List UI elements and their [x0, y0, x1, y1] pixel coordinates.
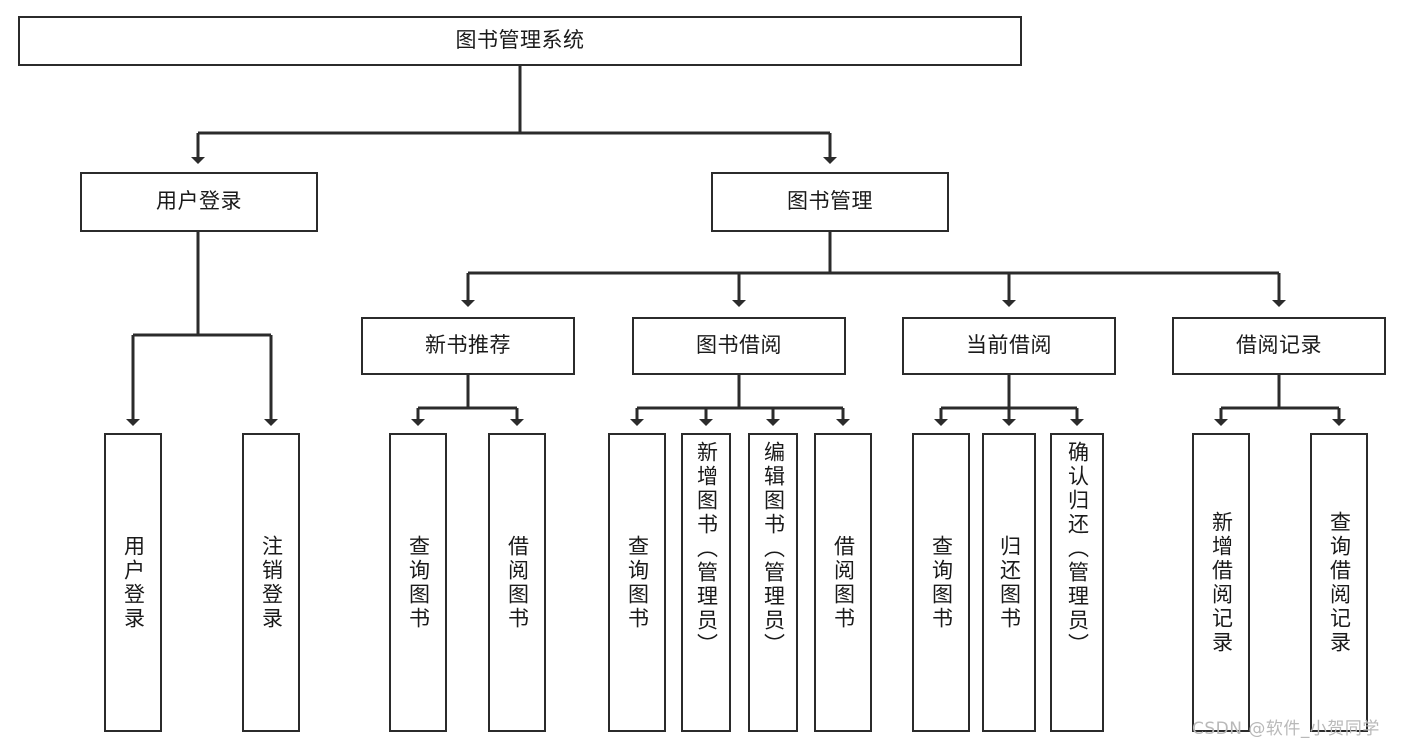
node-leaf-query-book-3[interactable]: 查询图书: [912, 433, 970, 732]
node-leaf-confirm-return[interactable]: 确认归还（管理员）: [1050, 433, 1104, 732]
node-current-borrow[interactable]: 当前借阅: [902, 317, 1116, 375]
node-book-borrow[interactable]: 图书借阅: [632, 317, 846, 375]
node-leaf-user-logout-label: 注销登录: [259, 534, 284, 631]
node-root[interactable]: 图书管理系统: [18, 16, 1022, 66]
node-leaf-edit-book-label: 编辑图书（管理员）: [761, 441, 786, 657]
node-leaf-confirm-return-label: 确认归还（管理员）: [1065, 441, 1090, 657]
node-leaf-user-logout[interactable]: 注销登录: [242, 433, 300, 732]
node-leaf-user-login-label: 用户登录: [121, 534, 146, 631]
node-borrow-record[interactable]: 借阅记录: [1172, 317, 1386, 375]
node-leaf-add-book-label: 新增图书（管理员）: [694, 441, 719, 657]
node-leaf-query-record[interactable]: 查询借阅记录: [1310, 433, 1368, 732]
node-leaf-query-book-2-label: 查询图书: [625, 534, 650, 631]
node-user-login[interactable]: 用户登录: [80, 172, 318, 232]
node-borrow-record-label: 借阅记录: [1236, 333, 1322, 358]
node-current-borrow-label: 当前借阅: [966, 333, 1052, 358]
node-leaf-query-book-3-label: 查询图书: [929, 534, 954, 631]
node-root-label: 图书管理系统: [455, 28, 585, 53]
node-book-borrow-label: 图书借阅: [696, 333, 782, 358]
node-leaf-return-book-label: 归还图书: [997, 534, 1022, 631]
node-leaf-user-login[interactable]: 用户登录: [104, 433, 162, 732]
node-user-login-label: 用户登录: [156, 189, 242, 214]
node-leaf-query-book-1[interactable]: 查询图书: [389, 433, 447, 732]
csdn-watermark: CSDN @软件_小贺同学: [1192, 719, 1380, 739]
node-leaf-borrow-book-1-label: 借阅图书: [505, 534, 530, 631]
node-leaf-borrow-book-2[interactable]: 借阅图书: [814, 433, 872, 732]
node-leaf-edit-book[interactable]: 编辑图书（管理员）: [748, 433, 798, 732]
node-leaf-add-book[interactable]: 新增图书（管理员）: [681, 433, 731, 732]
node-leaf-borrow-book-2-label: 借阅图书: [831, 534, 856, 631]
node-new-book-recommend-label: 新书推荐: [425, 333, 511, 358]
node-leaf-query-record-label: 查询借阅记录: [1327, 510, 1352, 655]
node-book-manage[interactable]: 图书管理: [711, 172, 949, 232]
node-leaf-borrow-book-1[interactable]: 借阅图书: [488, 433, 546, 732]
node-leaf-query-book-2[interactable]: 查询图书: [608, 433, 666, 732]
node-leaf-add-record-label: 新增借阅记录: [1209, 510, 1234, 655]
node-leaf-return-book[interactable]: 归还图书: [982, 433, 1036, 732]
node-book-manage-label: 图书管理: [787, 189, 873, 214]
node-leaf-add-record[interactable]: 新增借阅记录: [1192, 433, 1250, 732]
node-new-book-recommend[interactable]: 新书推荐: [361, 317, 575, 375]
node-leaf-query-book-1-label: 查询图书: [406, 534, 431, 631]
